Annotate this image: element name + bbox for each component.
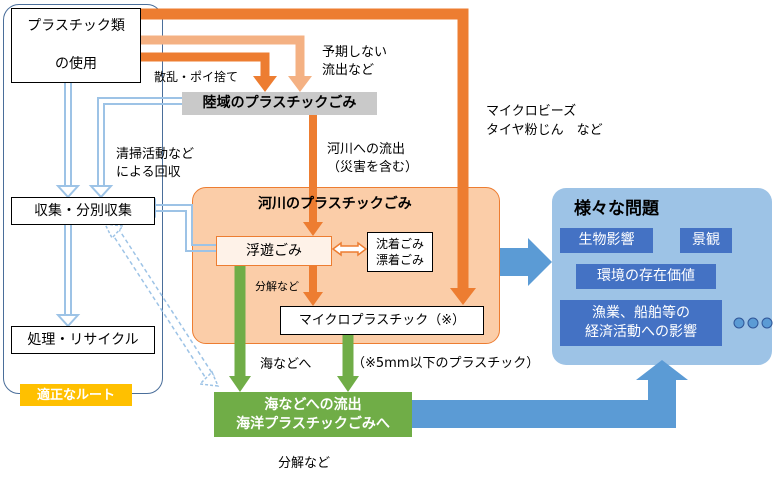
arrow-micro-to-sea-head — [337, 376, 359, 392]
label-microbeads: マイクロビーズ タイヤ粉じん など — [486, 104, 603, 138]
proper-route-label: 適正なルート — [20, 384, 132, 406]
sunken-box: 沈着ごみ 漂着ごみ — [367, 232, 433, 272]
problem-economy: 漁業、船舶等の 経済活動への影響 — [560, 300, 722, 346]
arrow-floating-to-sea-head — [229, 376, 251, 392]
label-unexpected: 予期しない 流出など — [322, 45, 388, 78]
problem-scenery: 景観 — [680, 228, 732, 253]
arrow-sea-to-problems — [412, 360, 688, 428]
disposal-box: 処理・リサイクル — [11, 326, 155, 354]
more-dots — [733, 317, 773, 329]
label-river-flow: 河川への流出 （災害を含む） — [327, 142, 419, 175]
microplastic-box: マイクロプラスチック（※） — [280, 306, 484, 335]
arrow-river-to-problems — [500, 238, 552, 286]
arrow-sea-collection — [110, 227, 215, 381]
problem-value: 環境の存在価値 — [576, 264, 716, 289]
label-size-note: （※5mm以下のプラスチック） — [352, 356, 540, 371]
problem-bio: 生物影響 — [560, 228, 653, 253]
land-plastic-box: 陸域のプラスチックごみ — [182, 92, 377, 115]
plastic-use-box: プラスチック類 の使用 — [11, 8, 141, 83]
collection-box: 収集・分別収集 — [11, 197, 155, 225]
arrow-to-river-head — [303, 222, 323, 236]
arrow-floating-sunken — [331, 241, 368, 257]
arrow-microbeads — [141, 8, 469, 288]
floating-box: 浮遊ごみ — [216, 236, 332, 266]
label-cleanup: 清掃活動など による回収 — [116, 147, 195, 180]
label-littering: 散乱・ポイ捨て — [154, 70, 239, 84]
arrow-unexpected — [141, 35, 305, 76]
problems-title: 様々な問題 — [574, 199, 659, 219]
label-to-sea: 海などへ — [260, 357, 312, 372]
river-plastic-title: 河川のプラスチックごみ — [258, 196, 412, 212]
label-decompose-2: 分解など — [278, 456, 331, 471]
arrow-littering-head — [253, 76, 277, 92]
arrow-microbeads-head — [450, 288, 476, 305]
arrow-unexpected-head — [288, 76, 312, 92]
arrow-decompose-head — [303, 292, 323, 306]
arrow-littering — [141, 52, 270, 76]
label-decompose-1: 分解など — [255, 280, 299, 293]
sea-outflow-box: 海などへの流出 海洋プラスチックごみへ — [214, 392, 412, 437]
